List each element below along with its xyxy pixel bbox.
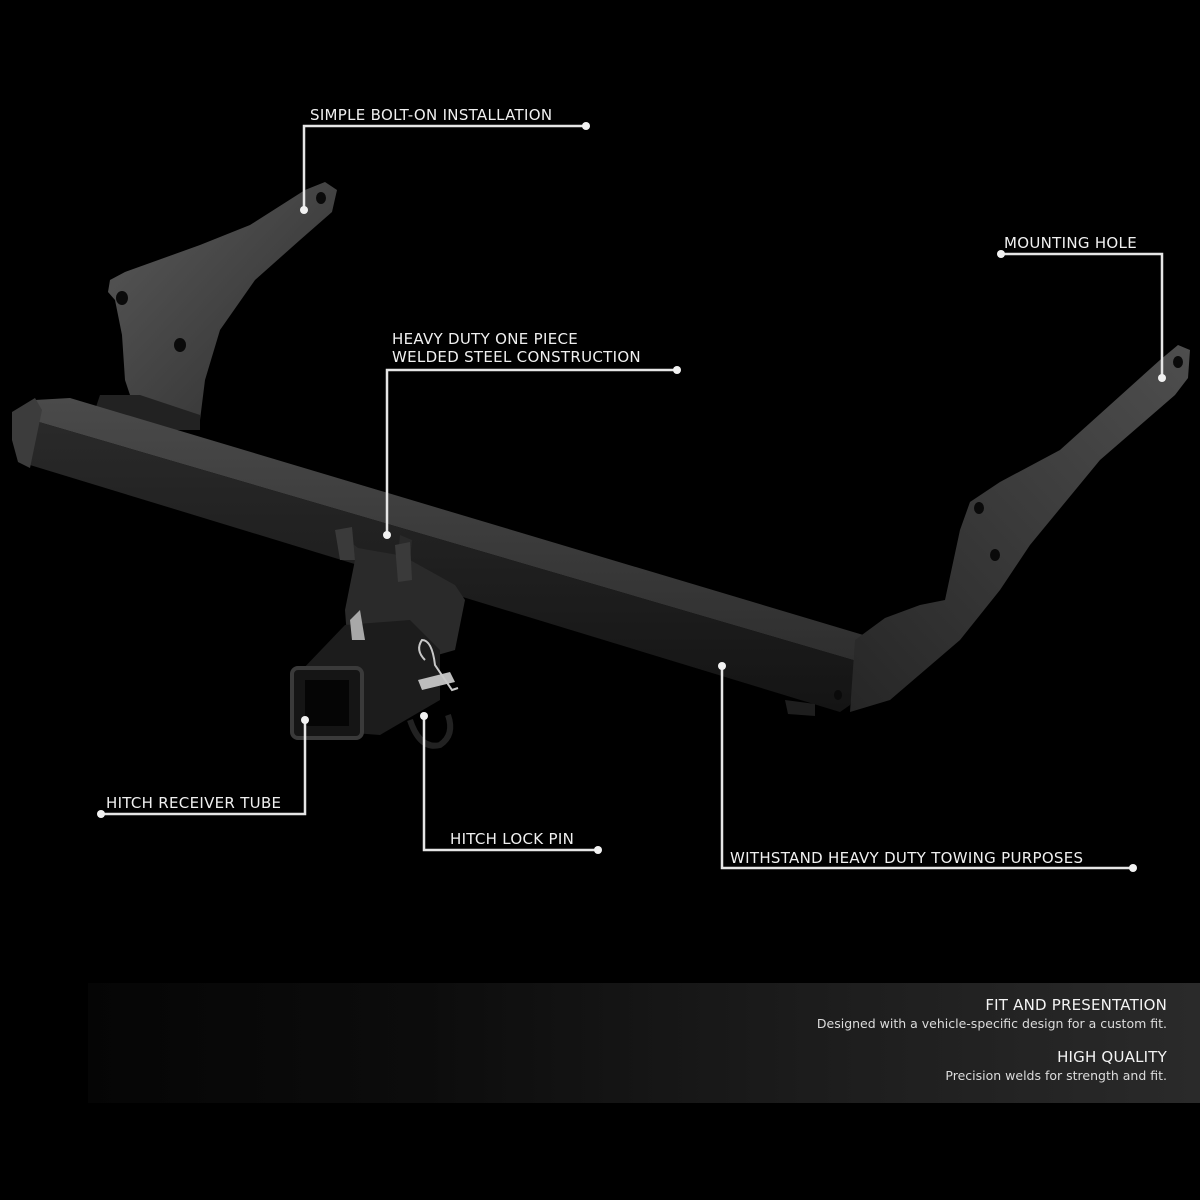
feature-fit-and-presentation: FIT AND PRESENTATION Designed with a veh…	[817, 996, 1167, 1032]
feature-high-quality: HIGH QUALITY Precision welds for strengt…	[945, 1048, 1167, 1084]
features-panel: FIT AND PRESENTATION Designed with a veh…	[88, 983, 1200, 1103]
callout-hitch-lock-pin: HITCH LOCK PIN	[450, 830, 575, 848]
right-mounting-bracket	[785, 345, 1190, 716]
feature-title: HIGH QUALITY	[1057, 1048, 1167, 1066]
left-mounting-bracket	[95, 182, 337, 430]
main-crossbar	[12, 398, 880, 712]
callout-construction-line2: WELDED STEEL CONSTRUCTION	[392, 348, 641, 366]
feature-title: FIT AND PRESENTATION	[985, 996, 1167, 1014]
callout-mounting-hole: MOUNTING HOLE	[1004, 234, 1137, 252]
callout-bolt-on-installation: SIMPLE BOLT-ON INSTALLATION	[310, 106, 553, 124]
feature-description: Designed with a vehicle-specific design …	[816, 1016, 1167, 1031]
callout-dots	[97, 122, 1166, 872]
callout-construction-line1: HEAVY DUTY ONE PIECE	[392, 330, 579, 348]
callout-hitch-receiver-tube: HITCH RECEIVER TUBE	[106, 794, 282, 812]
receiver-assembly	[290, 527, 465, 749]
callout-towing-purposes: WITHSTAND HEAVY DUTY TOWING PURPOSES	[730, 849, 1084, 867]
callout-lines	[101, 124, 1164, 870]
feature-description: Precision welds for strength and fit.	[945, 1068, 1167, 1083]
